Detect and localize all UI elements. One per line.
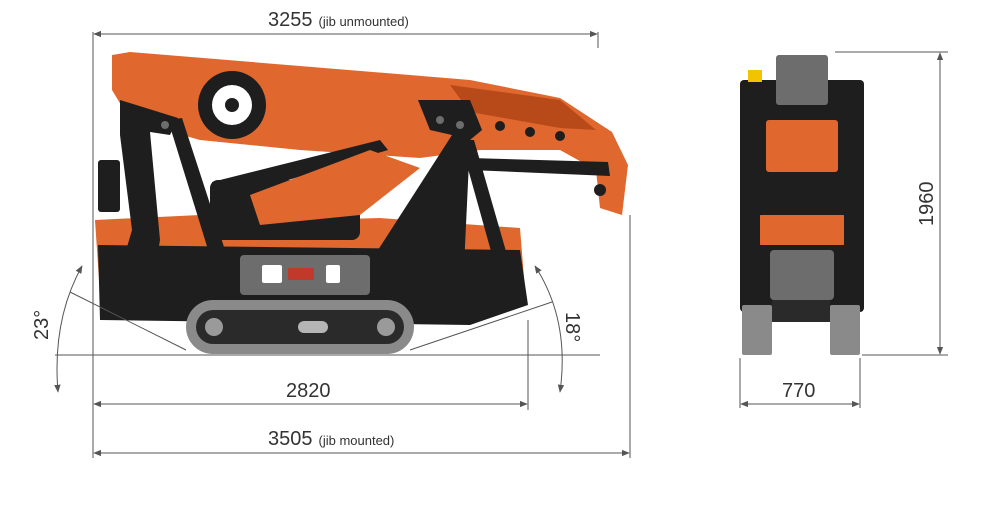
bottom-dimension-label: 3505(jib mounted) <box>268 428 394 450</box>
right-angle-label: 18° <box>561 312 583 342</box>
base-dimension-label: 2820 <box>286 380 331 402</box>
side-view-track <box>186 300 414 354</box>
left-angle-indicator: 23° <box>31 265 187 393</box>
front-view-crane <box>740 55 864 355</box>
right-angle-indicator: 18° <box>409 265 583 393</box>
side-view-crane <box>95 52 628 354</box>
height-dimension-label: 1960 <box>916 182 938 227</box>
top-dimension-label: 3255(jib unmounted) <box>268 9 409 31</box>
extension-lines <box>55 32 948 458</box>
width-dimension-label: 770 <box>782 380 815 402</box>
left-angle-label: 23° <box>31 310 53 340</box>
side-view-outriggers <box>98 100 520 315</box>
